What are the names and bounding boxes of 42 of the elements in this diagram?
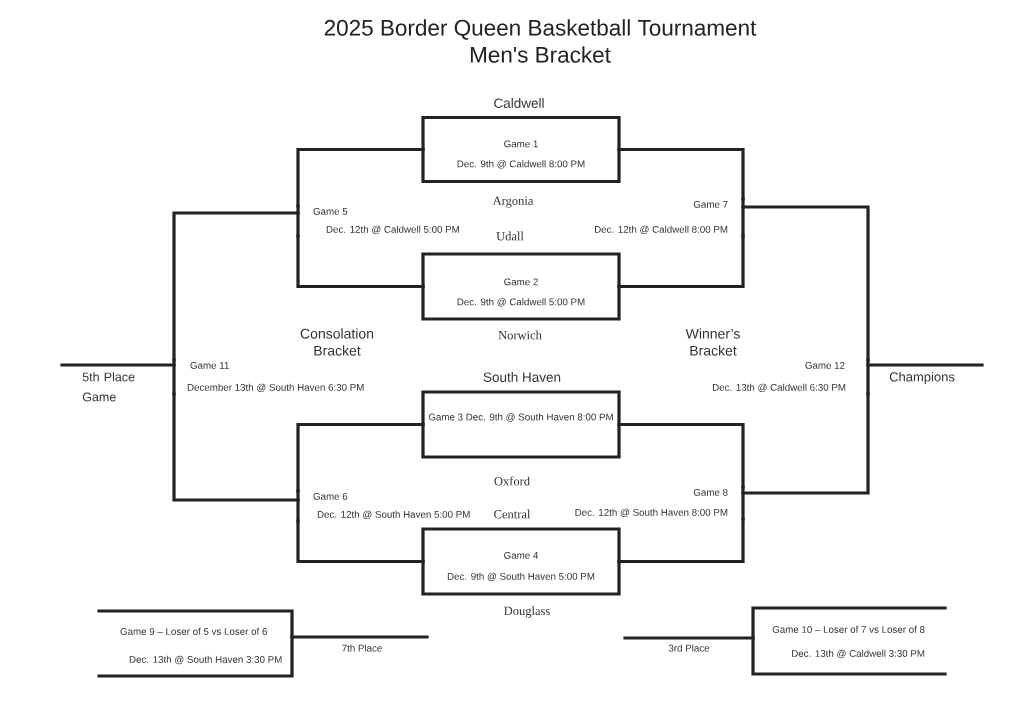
edge-label: 3rd Place [667, 643, 711, 653]
bracket-line [296, 422, 425, 493]
game-box: Game 1 Dec. 9th @ Caldwell 8:00 PM [421, 115, 621, 184]
game-bracket: Game 7 Dec. 12th @ Caldwell 8:00 PM [595, 197, 745, 238]
team-name: Oxford [494, 476, 530, 486]
bracket-line [617, 234, 745, 289]
bracket-line [741, 205, 870, 362]
game-bracket: Game 9 – Loser of 5 vs Loser of 6 Dec. 13th @ South Haven 3:30 PM [97, 609, 294, 678]
game-box: Game 2 Dec. 9th @ Caldwell 5:00 PM [421, 252, 621, 321]
bracket-line [290, 635, 429, 639]
edge-label: Champions [888, 370, 956, 386]
game-bracket: Game 8 Dec. 12th @ South Haven 8:00 PM [575, 485, 745, 521]
team-name: Norwich [498, 330, 542, 340]
bracket-line [617, 422, 745, 489]
bracket-line [60, 363, 176, 367]
edge-label: 7th Place [340, 643, 384, 653]
bracket-line [172, 392, 300, 502]
bracket-line [623, 636, 755, 640]
bracket-line [172, 211, 300, 362]
bracket-line [617, 147, 745, 201]
team-name: Udall [496, 231, 524, 241]
game-bracket: Game 11 December 13th @ South Haven 6:30 PM [172, 358, 364, 396]
bracket-line [617, 517, 745, 564]
game-bracket: Game 6 Dec. 12th @ South Haven 5:00 PM [296, 489, 470, 523]
bracket-line [741, 392, 870, 495]
game-bracket: Game 10 – Loser of 7 vs Loser of 8 Dec. 13th @ Caldwell 3:30 PM [751, 606, 947, 676]
edge-label: 5th Place Game [81, 371, 144, 403]
team-name: Argonia [492, 196, 534, 208]
team-name: Central [494, 509, 531, 519]
bracket-line [296, 147, 425, 208]
team-name: Douglass [504, 606, 550, 618]
section-label: Winner’s Bracket [685, 328, 740, 356]
bracket-line [296, 234, 425, 289]
bracket-line [866, 363, 984, 367]
bracket-line [296, 519, 425, 564]
game-box: Game 3 Dec. 9th @ South Haven 8:00 PM [421, 390, 621, 459]
team-name: Caldwell [494, 98, 544, 108]
game-box: Game 4 Dec. 9th @ South Haven 5:00 PM [421, 527, 621, 596]
team-name: South Haven [483, 372, 561, 382]
game-bracket: Game 5 Dec. 12th @ Caldwell 5:00 PM [296, 204, 459, 238]
title: 2025 Border Queen Basketball Tournament Men's Bracket [324, 19, 757, 63]
game-bracket: Game 12 Dec. 13th @ Caldwell 6:30 PM [713, 358, 870, 396]
